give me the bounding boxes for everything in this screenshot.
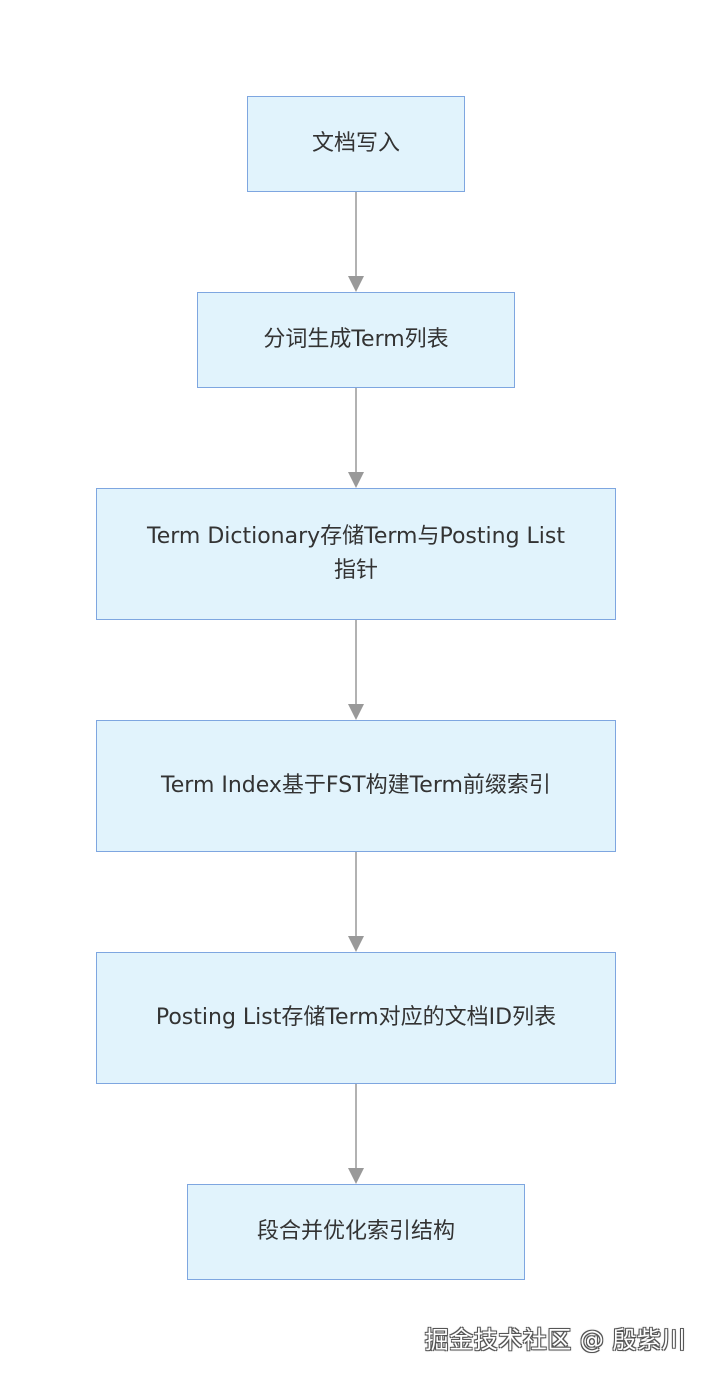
arrowhead-icon xyxy=(348,704,364,720)
node-label: Term Index基于FST构建Term前缀索引 xyxy=(161,773,551,798)
arrowhead-icon xyxy=(348,1168,364,1184)
node-posting-list: Posting List存储Term对应的文档ID列表 xyxy=(96,952,616,1084)
node-label: 文档写入 xyxy=(311,131,400,156)
watermark: 掘金技术社区 @ 殷紫川 xyxy=(424,1326,686,1354)
node-tokenize-terms: 分词生成Term列表 xyxy=(197,292,515,388)
edge-4 xyxy=(348,852,364,952)
arrowhead-icon xyxy=(348,936,364,952)
arrowhead-icon xyxy=(348,472,364,488)
edge-5 xyxy=(348,1084,364,1184)
node-label: 分词生成Term列表 xyxy=(263,327,449,352)
node-document-write: 文档写入 xyxy=(247,96,465,192)
edge-3 xyxy=(348,620,364,720)
edge-1 xyxy=(348,192,364,292)
node-term-dictionary: Term Dictionary存储Term与Posting List指针 xyxy=(96,488,616,620)
node-label: Term Dictionary存储Term与Posting List指针 xyxy=(147,524,565,583)
node-label: Posting List存储Term对应的文档ID列表 xyxy=(155,1005,557,1030)
arrowhead-icon xyxy=(348,276,364,292)
node-term-index: Term Index基于FST构建Term前缀索引 xyxy=(96,720,616,852)
node-segment-merge: 段合并优化索引结构 xyxy=(187,1184,525,1280)
edge-2 xyxy=(348,388,364,488)
node-label: 段合并优化索引结构 xyxy=(256,1219,455,1244)
